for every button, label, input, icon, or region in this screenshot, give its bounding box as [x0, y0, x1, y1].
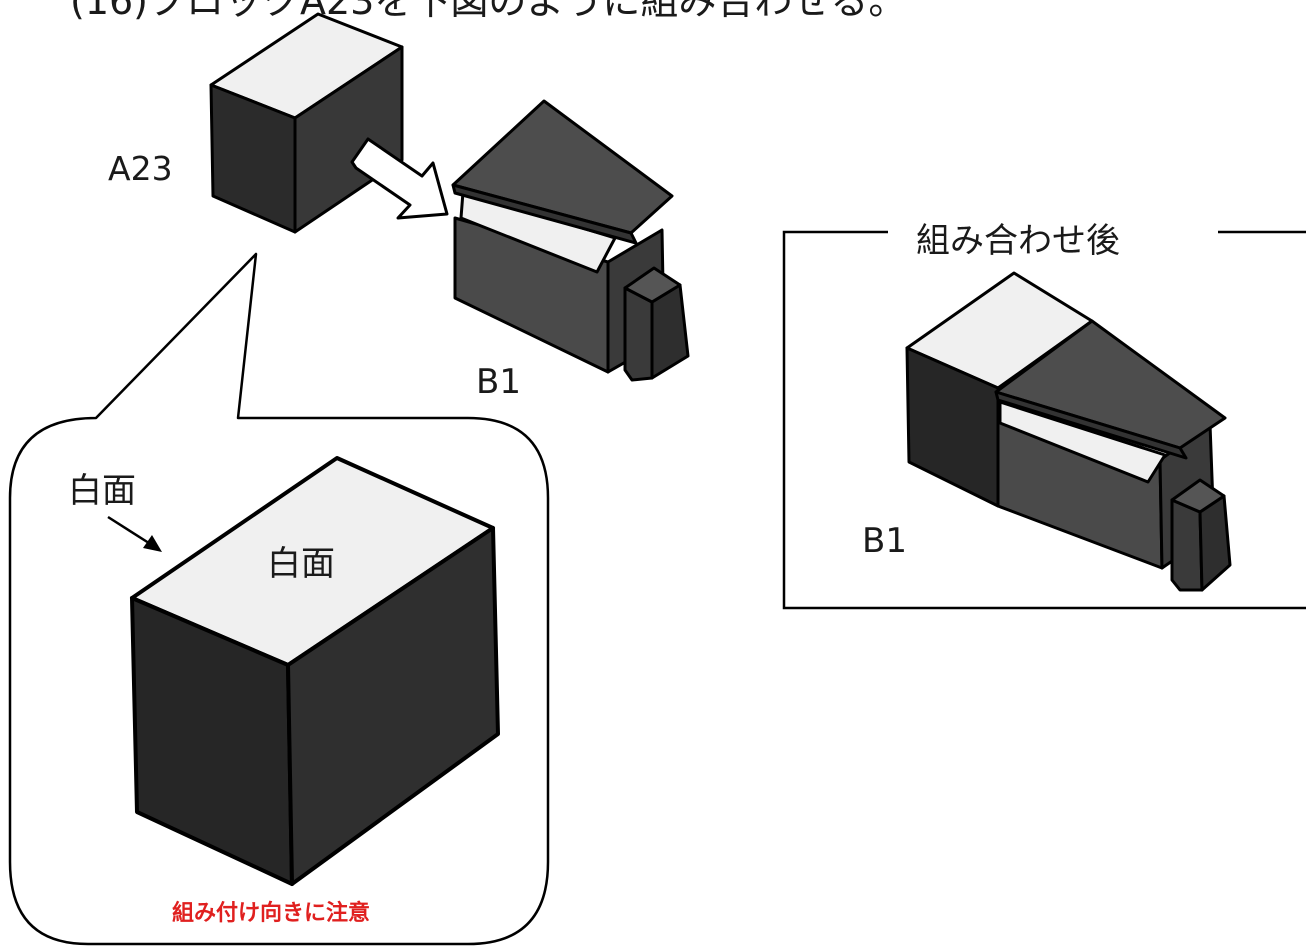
after-title-bg: [893, 210, 1211, 256]
block-a23-right-face: [293, 45, 404, 234]
block-b1-knob-top: [623, 266, 682, 304]
label-after-b1: B1: [862, 521, 907, 561]
after-assembly-frame: [782, 230, 1306, 610]
block-b1-roof-edge: [451, 183, 638, 245]
assembled-b1-white-slot: [998, 400, 1167, 484]
label-white-face-top: 白面: [267, 544, 335, 584]
label-white-face-arrow: 白面: [68, 471, 136, 511]
header-text: (16)ブロックA23を下図のように組み合わせる。: [70, 0, 906, 23]
assembled-blocks: [905, 271, 1232, 592]
assembled-b1-knob-top: [1170, 478, 1226, 514]
label-a23: A23: [108, 149, 173, 188]
assembled-b1-knob-front: [1170, 498, 1204, 592]
enlarged-right-face: [286, 526, 500, 886]
caution-text: 組み付け向きに注意: [172, 900, 370, 926]
pointer-arrow: [107, 515, 162, 552]
label-b1: B1: [476, 362, 521, 402]
block-b1: [451, 99, 690, 382]
block-a23-enlarged: [130, 456, 500, 886]
block-a23: [209, 12, 404, 234]
insert-arrow: [350, 137, 449, 220]
block-b1-knob-front: [623, 286, 654, 382]
after-assembly-title: 組み合わせ後: [916, 221, 1120, 261]
assembled-b1-roof-edge: [994, 390, 1188, 460]
